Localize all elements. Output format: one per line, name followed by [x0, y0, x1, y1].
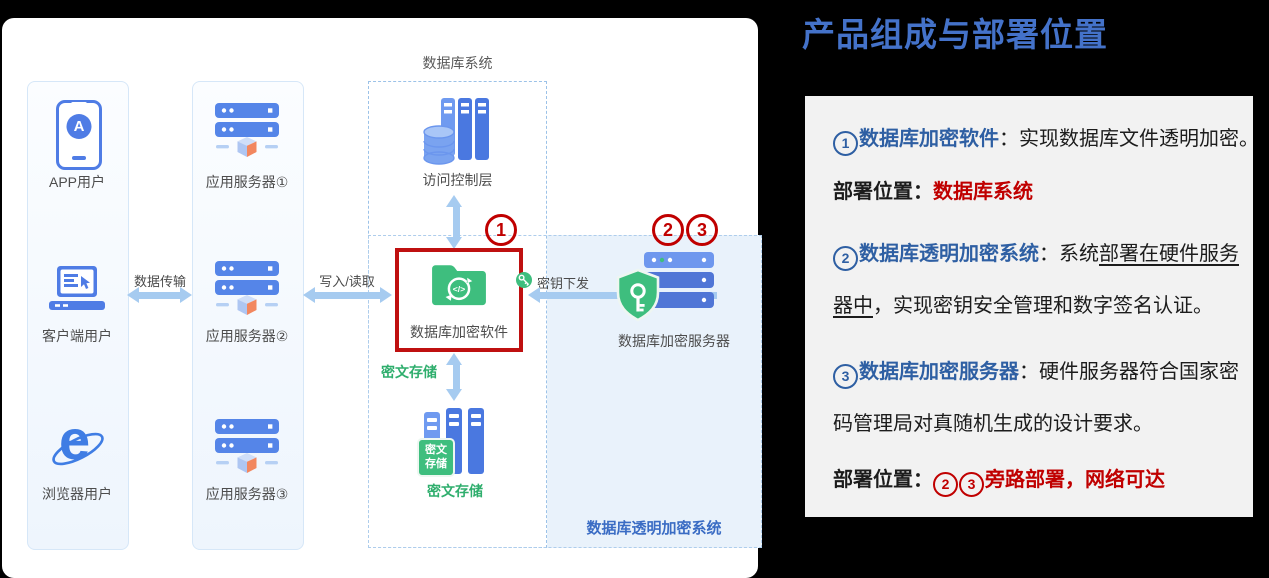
smartphone-appstore-icon: A [56, 100, 102, 170]
app-server-label-3: 应用服务器③ [205, 486, 289, 502]
circled-3-red: 3 [959, 471, 984, 497]
cipher-storage-label: 密文存储 [427, 483, 483, 499]
appstore-logo: A [66, 114, 92, 139]
user-label-app: APP用户 [48, 174, 105, 190]
encryption-server-label: 数据库加密服务器 [618, 333, 730, 349]
laptop-icon [49, 266, 105, 310]
user-label-browser: 浏览器用户 [42, 486, 112, 502]
app-server-icon-2 [215, 261, 279, 315]
cipher-store-arrow-label: 密文存储 [381, 364, 437, 380]
app-server-label-1: 应用服务器① [205, 174, 289, 190]
item3-cont-line: 码管理局对真随机生成的设计要求。 [833, 413, 1153, 435]
user-label-client: 客户端用户 [42, 328, 112, 344]
tde-system-label: 数据库透明加密系统 [586, 520, 722, 537]
marker-2: 2 [652, 214, 684, 246]
svg-text:</>: </> [453, 284, 466, 294]
write-read-arrow [314, 291, 382, 299]
arrow-up [446, 195, 462, 207]
app-server-icon-1 [215, 103, 279, 157]
item2-cont-line: 器中，实现密钥安全管理和数字签名认证。 [833, 295, 1213, 317]
encryption-software-label: 数据库加密软件 [410, 324, 508, 340]
access-control-label: 访问控制层 [422, 172, 493, 188]
database-system-title: 数据库系统 [422, 55, 493, 71]
write-read-label: 写入/读取 [319, 274, 375, 289]
key-issue-label: 密钥下发 [537, 276, 590, 291]
access-control-icon [423, 98, 489, 165]
circled-1: 1 [833, 130, 858, 156]
marker-3: 3 [686, 214, 718, 246]
circled-2-red: 2 [933, 471, 958, 497]
encryption-server-icon [616, 252, 714, 322]
page-title: 产品组成与部署位置 [802, 16, 1108, 53]
encryption-software-folder-icon: </> [432, 265, 486, 306]
encryption-software-highlight-box [395, 248, 523, 352]
tde-system-box [368, 235, 762, 548]
circled-3: 3 [833, 363, 858, 389]
ie-browser-icon: e [50, 412, 106, 478]
marker-1: 1 [485, 214, 517, 246]
cipher-storage-badge: 密文 存储 [417, 438, 455, 477]
app-server-label-2: 应用服务器② [205, 328, 289, 344]
circled-2: 2 [833, 245, 858, 271]
arrow-down [446, 237, 462, 249]
data-transfer-arrow [138, 291, 182, 299]
key-icon [516, 272, 532, 288]
cipher-store-arrow [453, 364, 460, 390]
deploy1-line: 部署位置：数据库系统 [833, 181, 1033, 203]
app-server-icon-3 [215, 419, 279, 473]
data-transfer-label: 数据传输 [133, 274, 186, 289]
